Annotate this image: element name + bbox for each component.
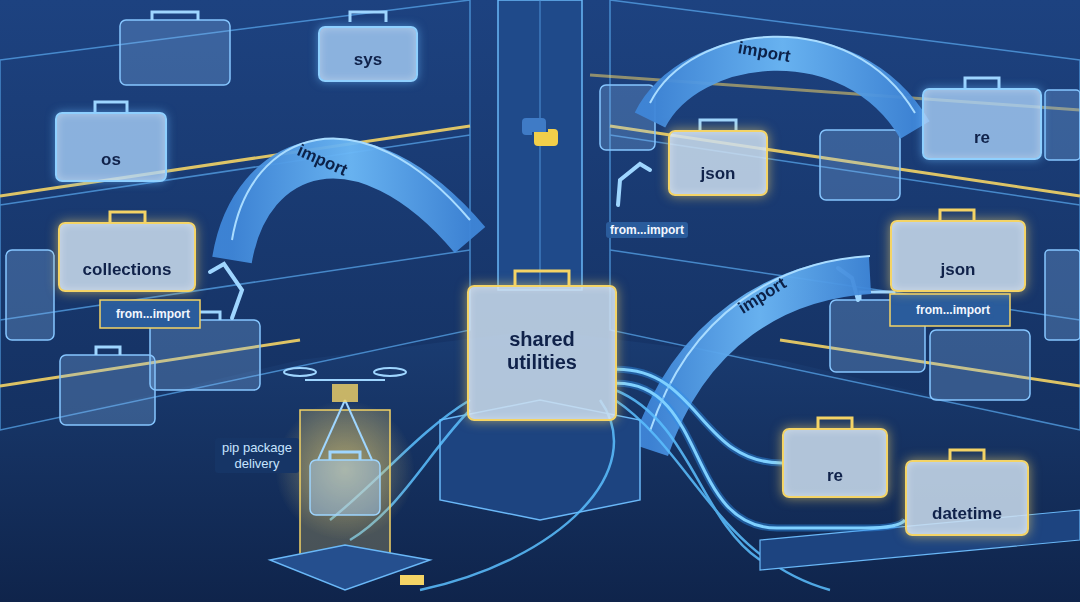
module-toolbox: collections: [58, 222, 196, 292]
module-toolbox: json: [890, 220, 1026, 292]
module-name: datetime: [932, 504, 1002, 524]
module-toolbox: re: [782, 428, 888, 498]
pip-delivery-label: pip package delivery: [215, 438, 299, 473]
module-name: json: [701, 164, 736, 184]
module-name: sys: [354, 50, 382, 70]
module-name: json: [941, 260, 976, 280]
module-name: shared utilities: [477, 328, 607, 374]
from-import-label: from...import: [912, 302, 994, 318]
cable-connector: [617, 383, 905, 528]
module-name: re: [974, 128, 990, 148]
module-toolbox: json: [668, 130, 768, 196]
module-name: os: [101, 150, 121, 170]
module-toolbox: os: [55, 112, 167, 182]
from-import-label: from...import: [606, 222, 688, 238]
module-toolbox: datetime: [905, 460, 1029, 536]
module-toolbox: sys: [318, 26, 418, 82]
shared-utilities-box: shared utilities: [467, 285, 617, 421]
from-import-label: from...import: [112, 306, 194, 322]
module-name: re: [827, 466, 843, 486]
cable-connector: [617, 369, 782, 463]
module-toolbox: re: [922, 88, 1042, 160]
module-name: collections: [83, 260, 172, 280]
